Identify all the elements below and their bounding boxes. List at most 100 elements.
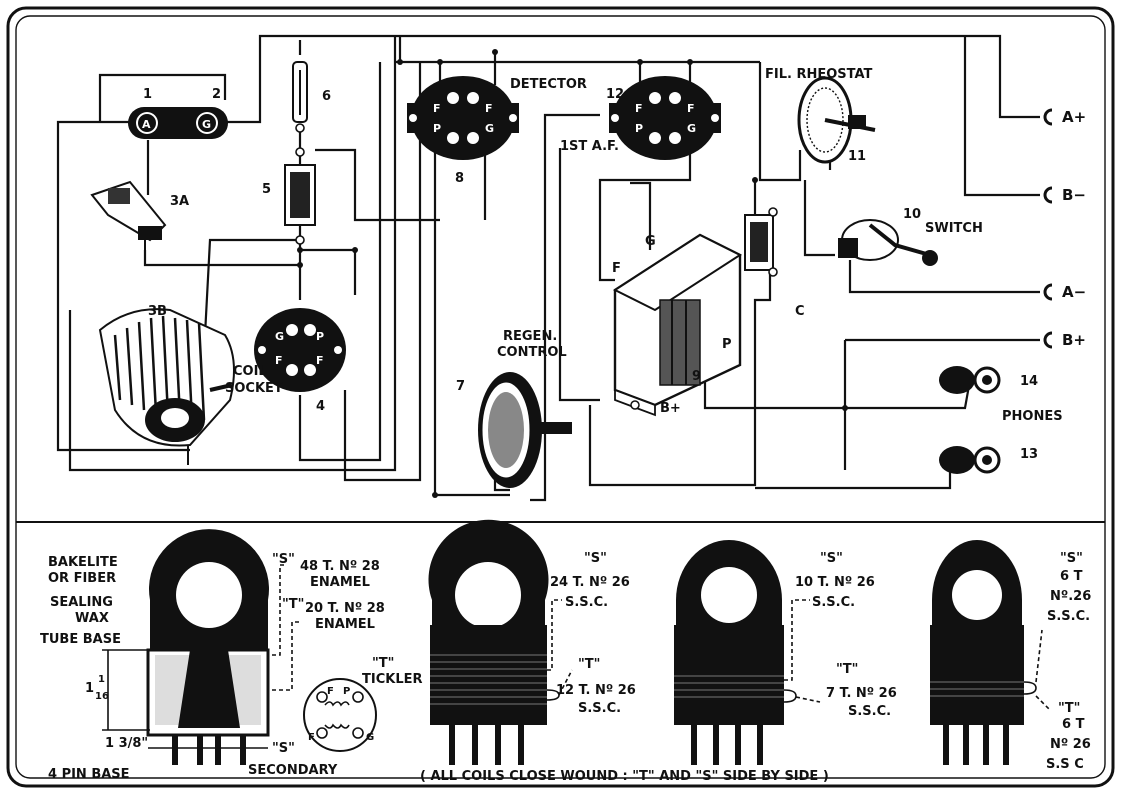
label-10: 10 (903, 207, 921, 222)
coil4-s-line1: 6 T (1060, 569, 1083, 584)
diag-p: P (343, 686, 350, 697)
label-tickler: TICKLER (362, 672, 423, 687)
switch-10 (838, 219, 938, 266)
phone-jack-13 (939, 446, 1001, 474)
coil3-s-line2: S.S.C. (812, 595, 855, 610)
socket4-pin-g: G (275, 330, 284, 343)
label-13: 13 (1020, 447, 1038, 462)
label-2: 2 (212, 87, 221, 102)
label-1: 1 (143, 87, 152, 102)
secondary-s-mark: "S" (272, 741, 295, 756)
label-3a: 3A (170, 194, 189, 209)
coils-note: ( ALL COILS CLOSE WOUND : "T" AND "S" SI… (420, 769, 829, 784)
label-secondary: SECONDARY (248, 763, 338, 778)
label-wax: WAX (75, 611, 109, 626)
terminal-b-plus-label: B+ (1062, 331, 1086, 349)
label-fil-rheostat: FIL. RHEOSTAT (765, 67, 873, 82)
coil1-s-mark: "S" (272, 552, 295, 567)
coil3-s-line1: 10 T. Nº 26 (795, 575, 875, 590)
socket4-pin-f1: F (275, 354, 283, 367)
terminal-b-minus: B− (1043, 186, 1086, 204)
coil1-t-mark: "T" (282, 597, 304, 612)
coil4-s-mark: "S" (1060, 551, 1083, 566)
phone-jack-14 (939, 366, 1001, 394)
af-transformer-9 (612, 233, 743, 417)
dim-width: 1 3/8" (105, 736, 148, 751)
coil2-s-mark: "S" (584, 551, 607, 566)
coil4-s-line3: S.S.C. (1047, 609, 1090, 624)
tickler-t-mark: "T" (372, 656, 394, 671)
terminal-b-minus-label: B− (1062, 186, 1086, 204)
af-socket-12: F F P G (609, 76, 721, 160)
coil1-t-line1: 20 T. Nº 28 (305, 601, 385, 616)
coil4-t-line1: 6 T (1062, 717, 1085, 732)
coil2-t-line1: 12 T. Nº 26 (556, 683, 636, 698)
coil3-t-line1: 7 T. Nº 26 (826, 686, 897, 701)
condenser-5 (284, 147, 316, 245)
label-phones: PHONES (1002, 409, 1063, 424)
label-g: G (645, 234, 656, 249)
terminal-a-plus: A+ (1043, 108, 1086, 126)
coil2-t-mark: "T" (578, 657, 600, 672)
label-9: 9 (692, 369, 701, 384)
det-pin-f1: F (433, 102, 441, 115)
terminal-a-minus: A− (1043, 283, 1086, 301)
label-sealing: SEALING (50, 595, 113, 610)
label-4: 4 (316, 399, 325, 414)
label-7: 7 (456, 379, 465, 394)
dim-height-den: 16 (95, 691, 109, 702)
coil-connection-diagram: F P F G (303, 678, 377, 752)
label-8: 8 (455, 171, 464, 186)
coil4-t-line3: S.S C (1046, 757, 1084, 772)
af-pin-p: P (635, 122, 643, 135)
label-12: 12 (606, 87, 624, 102)
dim-height-num: 1 (98, 674, 105, 685)
pin-a: A (142, 118, 151, 131)
diag-f2: F (308, 732, 315, 743)
terminal-a-minus-label: A− (1062, 283, 1086, 301)
label-regen: REGEN. (503, 329, 557, 344)
label-14: 14 (1020, 374, 1038, 389)
diag-g: G (366, 732, 374, 743)
condenser-3a (90, 180, 167, 252)
label-control: CONTROL (497, 345, 567, 360)
af-pin-g: G (687, 122, 696, 135)
coil3-t-line2: S.S.C. (848, 704, 891, 719)
coil1-s-line2: ENAMEL (310, 575, 370, 590)
coil4-s-line2: Nº.26 (1050, 589, 1091, 604)
coil-2 (428, 519, 573, 765)
grid-leak-mount: A G (128, 107, 228, 139)
label-p: P (722, 337, 732, 352)
label-11: 11 (848, 149, 866, 164)
variable-condenser-3b (98, 308, 235, 465)
label-tube-base: TUBE BASE (40, 632, 121, 647)
det-pin-g: G (485, 122, 494, 135)
coil2-s-line2: S.S.C. (565, 595, 608, 610)
af-pin-f1: F (635, 102, 643, 115)
terminal-b-plus: B+ (1043, 331, 1086, 349)
det-pin-p: P (433, 122, 441, 135)
terminal-a-plus-label: A+ (1062, 108, 1086, 126)
label-socket: SOCKET (225, 381, 283, 396)
coil-4 (930, 540, 1051, 765)
label-bakelite: BAKELITE (48, 555, 118, 570)
coil1-t-line2: ENAMEL (315, 617, 375, 632)
coil-1 (102, 529, 300, 765)
socket4-pin-p: P (316, 330, 324, 343)
coil3-s-mark: "S" (820, 551, 843, 566)
label-f: F (612, 261, 621, 276)
dim-height-whole: 1 (85, 681, 94, 696)
coil2-t-line2: S.S.C. (578, 701, 621, 716)
label-or-fiber: OR FIBER (48, 571, 116, 586)
label-detector: DETECTOR (510, 77, 587, 92)
det-pin-f2: F (485, 102, 493, 115)
bypass-condenser-c (744, 207, 778, 277)
socket4-pin-f2: F (316, 354, 324, 367)
frame (6, 6, 1115, 788)
coil4-t-line2: Nº 26 (1050, 737, 1091, 752)
label-3b: 3B (148, 304, 167, 319)
label-5: 5 (262, 182, 271, 197)
coil-socket-4: G P F F (254, 308, 346, 392)
label-bplus-transformer: B+ (660, 401, 681, 416)
label-four-pin-base: 4 PIN BASE (48, 767, 130, 782)
